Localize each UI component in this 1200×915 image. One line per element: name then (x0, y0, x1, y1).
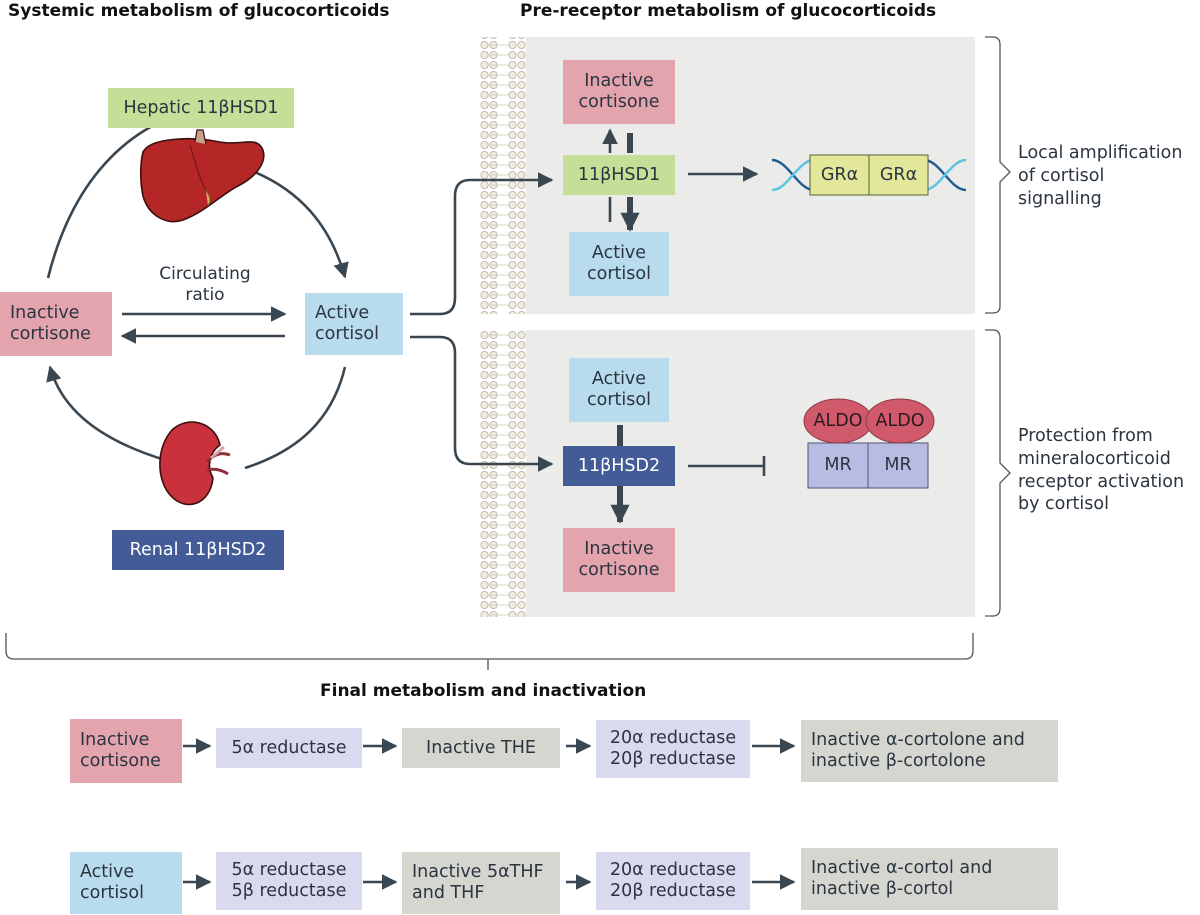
renal-hsd2-label: Renal 11βHSD2 (112, 530, 284, 570)
protection-note: Protection from mineralocorticoid recept… (1018, 426, 1185, 515)
final-row1-product: Inactive α-cortolone and inactive β-cort… (801, 720, 1058, 782)
arc-cortisol-to-kidney (244, 366, 347, 470)
gr-alpha-left: GRα (820, 164, 859, 185)
final-row2-intermediate: Inactive 5αTHF and THF (402, 852, 560, 914)
final-row2-enzyme2: 20α reductase 20β reductase (596, 852, 750, 910)
final-row1-enzyme2: 20α reductase 20β reductase (596, 720, 750, 778)
final-row2-enzyme1: 5α reductase 5β reductase (216, 852, 362, 910)
amplification-brace (985, 36, 1011, 314)
amplification-inactive-cortisone: Inactive cortisone (563, 60, 675, 124)
amplification-active-cortisol: Active cortisol (569, 232, 669, 296)
final-row1-enzyme1: 5α reductase (216, 728, 362, 768)
final-row1-intermediate: Inactive THE (402, 728, 560, 768)
arrow-cortisol-into-protection-cell (410, 335, 554, 472)
mr-left-label: MR (824, 455, 852, 475)
protection-inactive-cortisone: Inactive cortisone (563, 528, 675, 592)
amplification-hsd1-enzyme: 11βHSD1 (563, 155, 675, 195)
arc-kidney-to-cortisone (46, 365, 166, 462)
protection-active-cortisol: Active cortisol (569, 358, 669, 422)
gr-alpha-right: GRα (879, 164, 918, 185)
systemic-inactive-cortisone: Inactive cortisone (0, 292, 112, 356)
liver-icon (139, 129, 265, 223)
mr-right-label: MR (884, 455, 912, 475)
kidney-icon (159, 421, 231, 506)
systemic-metabolism-header: Systemic metabolism of glucocorticoids (8, 1, 390, 21)
amplification-note: Local amplification of cortisol signalli… (1018, 143, 1183, 209)
arrow-cortisol-into-amplification-cell (410, 172, 554, 316)
aldo-left-label: ALDO (813, 410, 863, 431)
systemic-active-cortisol: Active cortisol (305, 293, 403, 355)
final-row1-start: Inactive cortisone (70, 719, 182, 783)
circulating-ratio-label: Circulating ratio (159, 264, 251, 306)
arc-liver-to-cortisol (249, 168, 349, 279)
bottom-brace (5, 633, 974, 660)
aldo-right-label: ALDO (875, 410, 925, 431)
final-metabolism-header: Final metabolism and inactivation (320, 681, 647, 701)
aldo-right-shape (865, 398, 935, 444)
prereceptor-metabolism-header: Pre-receptor metabolism of glucocorticoi… (520, 1, 937, 21)
protection-hsd2-enzyme: 11βHSD2 (563, 446, 675, 486)
protection-brace (985, 329, 1011, 617)
final-row2-start: Active cortisol (70, 852, 182, 914)
final-row2-product: Inactive α-cortol and inactive β-cortol (801, 848, 1058, 910)
hepatic-hsd1-label: Hepatic 11βHSD1 (108, 88, 294, 128)
